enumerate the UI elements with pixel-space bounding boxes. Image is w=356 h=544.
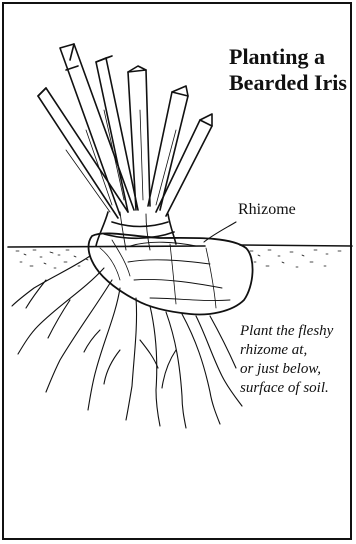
note-line-1: Plant the fleshy — [240, 322, 352, 341]
iris-leaves — [38, 44, 212, 218]
soil-texture — [16, 250, 341, 268]
diagram-title: Planting a Bearded Iris — [229, 44, 353, 96]
note-line-2: rhizome at, — [240, 341, 352, 360]
rhizome-label: Rhizome — [238, 200, 296, 220]
title-line-1: Planting a — [229, 44, 353, 70]
planting-note: Plant the fleshy rhizome at, or just bel… — [240, 322, 352, 398]
iris-roots — [12, 256, 242, 428]
soil-surface-line — [8, 245, 352, 247]
title-line-2: Bearded Iris — [229, 70, 353, 96]
note-line-3: or just below, — [240, 360, 352, 379]
rhizome-body — [89, 233, 253, 314]
note-line-4: surface of soil. — [240, 379, 352, 398]
